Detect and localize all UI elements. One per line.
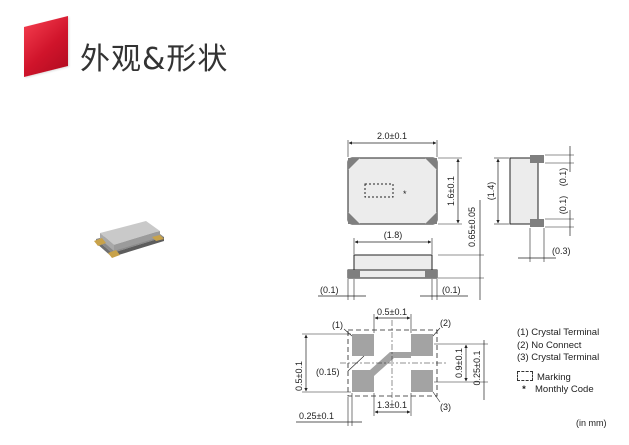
legend-pin-1: (1) Crystal Terminal [517, 327, 600, 338]
pad-height-right-label: 0.9±0.1 [454, 348, 464, 378]
marking-box-icon [517, 370, 533, 381]
pad-pitch-bottom-label: 1.3±0.1 [377, 400, 407, 410]
pin-legend: (1) Crystal Terminal (2) No Connect (3) … [517, 327, 599, 397]
photo-base-side [112, 237, 164, 257]
photo-lid-front [100, 233, 114, 251]
pad-gap-right-label: 0.25±0.1 [472, 351, 482, 386]
pad-4 [352, 370, 374, 392]
pad-corner-gap-label: (0.15) [316, 367, 340, 377]
top-view-body [347, 157, 438, 225]
marking-box [364, 183, 394, 198]
end-top-label: (0.1) [558, 168, 568, 187]
legend-monthly-label: Monthly Code [535, 384, 594, 395]
pad-link-trace [370, 352, 411, 376]
photo-lid-top [100, 221, 160, 245]
side-right-margin-label: (0.1) [442, 285, 461, 295]
pad-corner-leader [347, 355, 365, 372]
top-width-label: 2.0±0.1 [377, 131, 407, 141]
photo-pad-front [108, 250, 120, 258]
legend-pin-2: (2) No Connect [517, 339, 582, 351]
side-view-pad-left [348, 270, 360, 278]
pin-3-label: (3) [440, 402, 451, 412]
top-view-corner-br [425, 212, 437, 224]
pad-view-outline [347, 329, 438, 397]
end-bottom-label: (0.1) [558, 196, 568, 215]
end-mid-label: (1.4) [486, 182, 496, 201]
pad-edge-bottom-label: 0.25±0.1 [299, 411, 334, 421]
top-view: * 2.0±0.1 1.6±0.1 [347, 131, 462, 225]
pad-2 [411, 334, 433, 356]
brand-logo-icon [24, 16, 68, 77]
side-view-pad-right [425, 270, 437, 278]
top-view-corner-tl [348, 158, 360, 170]
side-height-label: 0.65±0.05 [467, 207, 477, 247]
end-view: (1.4) (0.1) (0.1) (0.3) [486, 146, 574, 262]
page-title: 外观&形状 [80, 42, 229, 77]
photo-pad-right [152, 235, 164, 241]
side-view-base [347, 269, 438, 279]
units-note: (in mm) [576, 418, 607, 428]
end-view-body [509, 157, 539, 225]
end-view-pad-bottom [530, 219, 544, 227]
side-view-lid [353, 254, 433, 271]
top-view-corner-tr [425, 158, 437, 170]
legend-marking: Marking [517, 370, 599, 385]
pad-3 [411, 370, 433, 392]
top-height-label: 1.6±0.1 [446, 176, 456, 206]
end-view-pad-top [530, 155, 544, 163]
pin-1-label: (1) [332, 320, 343, 330]
side-view: (1.8) 0.65±0.05 (0.1) (0.1) [318, 200, 484, 300]
header: 外观&形状 [0, 0, 629, 100]
legend-monthly: * Monthly Code [517, 384, 599, 397]
pad-height-left-label: 0.5±0.1 [294, 361, 304, 391]
star-icon: * [522, 384, 526, 395]
monthly-code-star: * [403, 189, 407, 199]
pad-pitch-top-label: 0.5±0.1 [377, 307, 407, 317]
pad-view: (1) (2) (3) 0.5±0.1 1.3±0.1 0.25±0.1 0.5… [294, 307, 488, 426]
pad-1 [352, 334, 374, 356]
legend-marking-label: Marking [537, 371, 571, 383]
photo-pad-left [94, 238, 106, 246]
side-body-label: (1.8) [384, 230, 403, 240]
end-width-label: (0.3) [552, 246, 571, 256]
photo-lid-side [114, 231, 160, 251]
product-photo [94, 221, 164, 258]
legend-pin-3: (3) Crystal Terminal [517, 352, 600, 363]
side-left-margin-label: (0.1) [320, 285, 339, 295]
pin-2-label: (2) [440, 318, 451, 328]
top-view-corner-bl [348, 212, 360, 224]
